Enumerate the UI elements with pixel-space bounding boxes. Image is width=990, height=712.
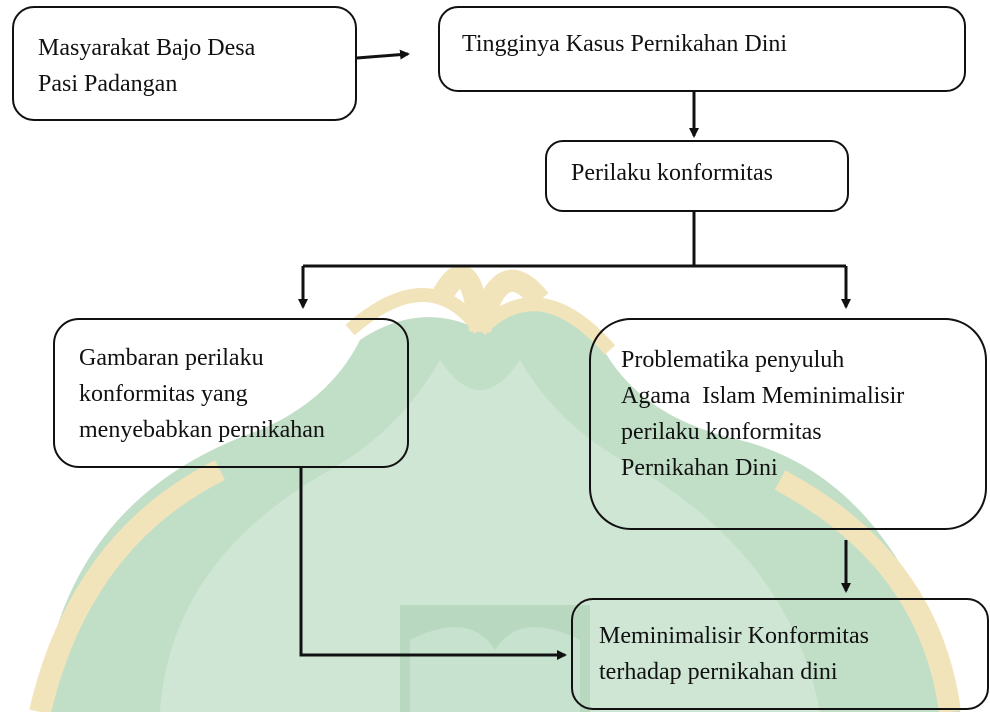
node-behavior: Perilaku konformitas [545,140,849,212]
node-problems-line-2: Agama Islam Meminimalisir [621,383,905,409]
arrow-community-to-cases [356,49,410,60]
node-overview-line-2: konformitas yang [79,381,248,407]
node-overview-line-3: menyebabkan pernikahan [79,417,325,443]
arrow-overview-to-minimize [299,468,567,660]
node-minimize: Meminimalisir Konformitas terhadap perni… [571,598,989,710]
node-problems-line-1: Problematika penyuluh [621,347,845,373]
node-problems: Problematika penyuluh Agama Islam Memini… [589,318,987,530]
node-community-line-2: Pasi Padangan [38,71,178,97]
node-behavior-line-1: Perilaku konformitas [571,160,773,186]
node-problems-line-3: perilaku konformitas [621,419,822,445]
node-cases: Tingginya Kasus Pernikahan Dini [438,6,966,92]
node-overview: Gambaran perilaku konformitas yang menye… [53,318,409,468]
node-community-line-1: Masyarakat Bajo Desa [38,35,256,61]
node-cases-line-1: Tingginya Kasus Pernikahan Dini [462,31,788,57]
node-problems-line-4: Pernikahan Dini [621,455,778,481]
node-minimize-line-2: terhadap pernikahan dini [599,659,838,685]
node-community: Masyarakat Bajo Desa Pasi Padangan [12,6,357,121]
node-overview-line-1: Gambaran perilaku [79,345,264,371]
node-minimize-line-1: Meminimalisir Konformitas [599,623,869,649]
